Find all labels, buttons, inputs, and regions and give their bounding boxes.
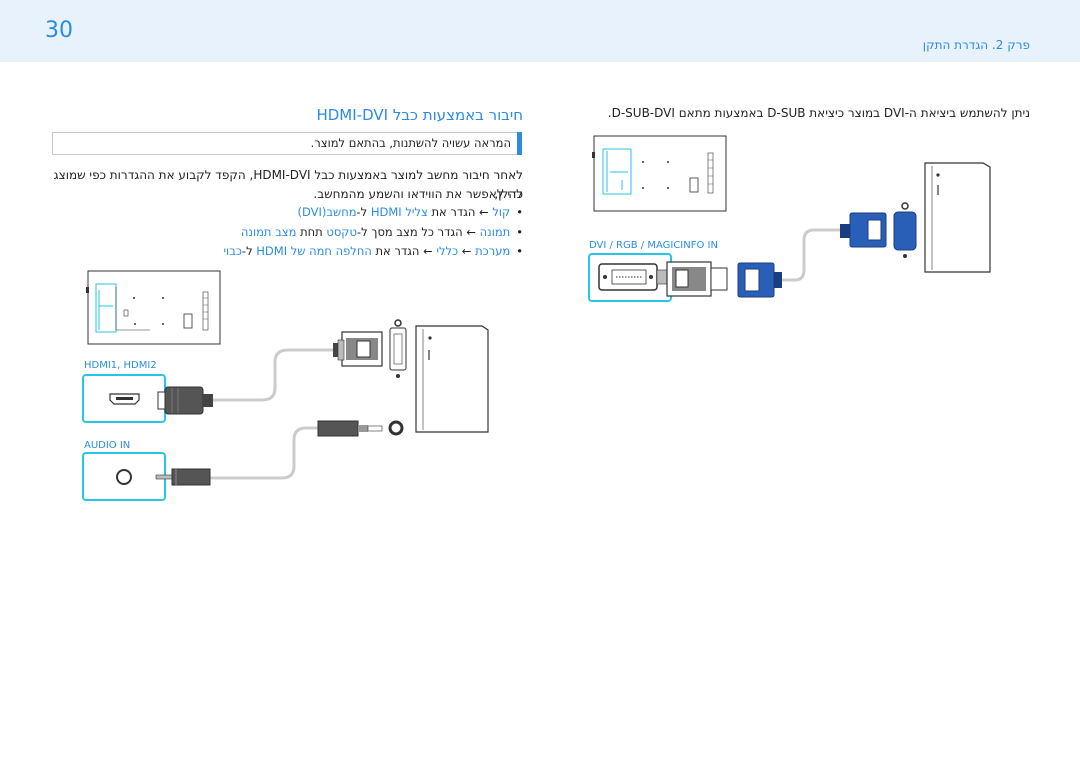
bullet-0-run-3: ל- [356,205,371,219]
pc-tower-left [415,325,489,433]
audio-port-highlight [82,452,211,501]
top-band [0,0,1080,62]
note-accent-bar [517,132,522,155]
bullet-2-run-2: כללי [436,244,459,258]
note-box: המראה עשויה להשתנות, בהתאם למוצר. [52,132,522,155]
bullet-2-run-5: ל- [241,244,257,258]
instruction-line-1: לאחר חיבור מחשב למוצר באמצעות כבל HDMI-D… [53,168,523,201]
audio-cable [210,426,318,480]
chapter-title: פרק 2. הגדרת התקן [922,38,1030,52]
bullet-0-run-0: קול [492,205,511,219]
hdmi-plug [157,386,213,415]
bullet-dot: • [516,205,523,219]
hdmi-port-label: HDMI1, HDMI2 [84,360,157,371]
vga-cable [782,228,840,282]
dvi-port-label: DVI / RGB / MAGICINFO IN [589,240,718,251]
hdmi-port-highlight [82,374,166,423]
bullet-1-run-2: טקסט [326,225,357,239]
bullet-1-run-3: תחת [296,225,327,239]
dvi-port-pc-left [389,319,407,378]
audio-plug-pc [317,420,404,437]
bullet-0-run-4: מחשב(DVI) [297,205,357,219]
pc-tower-right [924,162,991,273]
bullet-1-run-0: תמונה [479,225,511,239]
vga-plug-pc [840,212,887,248]
bullet-2-run-4: החלפה חמה של HDMI [256,244,372,258]
dvi-dsub-adapter [656,261,728,297]
note-text: המראה עשויה להשתנות, בהתאם למוצר. [310,136,511,150]
bullet-dot: • [516,244,523,258]
dvi-port-highlight [588,253,672,302]
bullet-dot: • [516,225,523,239]
page-number: 30 [45,18,73,43]
dvi-plug-left [333,331,383,367]
bullet-2-run-6: כבוי [223,244,242,258]
instruction-line-2: כדי לאפשר את הווידאו והשמע מהמחשב. [313,187,523,201]
audio-port-label: AUDIO IN [84,440,131,451]
bullet-sound: • קול ← הגדר את צליל HDMI ל-מחשב(DVI) [298,205,524,219]
monitor-back-panel-left [86,270,221,345]
bullet-system: • מערכת ← כללי ← הגדר את החלפה חמה של HDM… [223,244,523,258]
bullet-0-run-1: ← הגדר את [427,205,493,219]
dsub-intro-text: ניתן להשתמש ביציאת ה-DVI במוצר כיציאת D-… [607,106,1030,120]
hdmi-dvi-cable [213,348,336,402]
section-title: חיבור באמצעות כבל HDMI-DVI [316,106,523,124]
bullet-2-run-0: מערכת [475,244,511,258]
bullet-0-run-2: צליל HDMI [370,205,428,219]
bullet-1-run-1: ← הגדר כל מצב מסך ל- [356,225,480,239]
bullet-2-run-1: ← [458,244,476,258]
monitor-back-panel-right [592,135,727,212]
dsub-plug [737,262,782,298]
bullet-2-run-3: ← הגדר את [371,244,437,258]
bullet-1-run-4: מצב תמונה [240,225,297,239]
vga-port-pc [893,202,917,258]
bullet-picture: • תמונה ← הגדר כל מצב מסך ל-טקסט תחת מצב … [241,225,523,239]
